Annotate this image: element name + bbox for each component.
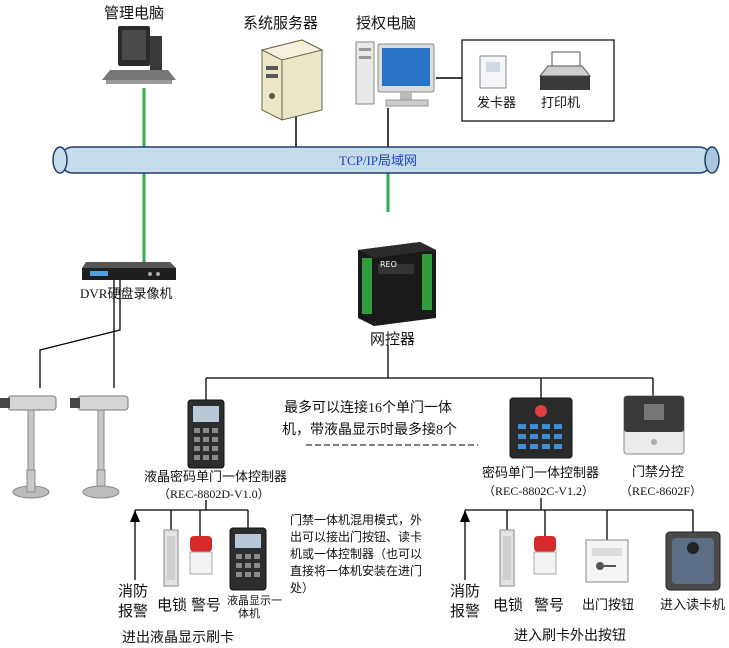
sub-controller-model: （REC-8602F） — [620, 484, 703, 498]
desktop-computer-icon — [102, 26, 176, 84]
exit-button-icon — [585, 539, 629, 583]
server-icon — [260, 39, 324, 121]
dvr-label: DVR硬盘录像机 — [80, 286, 173, 301]
note-mid-line2: 出可以接出门按钮、读卡 — [290, 530, 423, 544]
netctrl-brand: REO — [380, 260, 397, 269]
dvr-icon — [82, 262, 176, 280]
lcd-unit-icon — [229, 527, 267, 591]
lcd-controller-name: 液晶密码单门一体控制器 — [144, 470, 288, 485]
card-issuer-label: 发卡器 — [477, 96, 517, 111]
note-mid-line4: 直接将一体机安装在进门 — [290, 564, 423, 578]
left-lcd-unit-label-1: 液晶显示一 — [227, 594, 282, 607]
left-fire-label-1: 消防 — [118, 582, 149, 600]
camera-icon-1 — [0, 395, 57, 499]
left-alarm-label: 警号 — [191, 596, 222, 614]
electric-lock-icon-right — [499, 529, 515, 587]
server-label: 系统服务器 — [243, 14, 319, 32]
right-fire-label-2: 报警 — [450, 602, 481, 620]
electric-lock-icon-left — [163, 529, 179, 587]
printer-icon — [538, 51, 592, 90]
note-mid-line1: 门禁一体机混用模式，外 — [290, 513, 423, 527]
network-controller-icon — [358, 242, 436, 326]
left-lcd-unit-label-2: 体机 — [238, 607, 260, 620]
right-caption: 进入刷卡外出按钮 — [514, 628, 626, 644]
authorization-computer-icon — [355, 41, 435, 107]
netctrl-label: 网控器 — [370, 330, 416, 348]
code-controller-name: 密码单门一体控制器 — [482, 466, 600, 481]
right-fire-label-1: 消防 — [450, 582, 481, 600]
left-caption: 进出液晶显示刷卡 — [122, 630, 234, 646]
bus-label: TCP/IP局域网 — [339, 153, 418, 168]
left-fire-label-2: 报警 — [118, 602, 149, 620]
note-top-line2: 机，带液晶显示时最多接8个 — [282, 423, 457, 438]
left-lock-label: 电锁 — [157, 596, 188, 614]
right-lock-label: 电锁 — [493, 596, 524, 614]
note-mid-line3: 机或一体控制器（也可以 — [290, 547, 423, 561]
card-issuer-icon — [479, 55, 507, 89]
note-top-line1: 最多可以连接16个单门一体 — [284, 401, 452, 416]
right-reader-label: 进入读卡机 — [660, 598, 726, 613]
lcd-controller-model: （REC-8802D-V1.0） — [158, 487, 270, 501]
sub-controller-icon — [623, 395, 685, 455]
right-exit-button-label: 出门按钮 — [582, 598, 635, 613]
card-reader-icon — [665, 531, 721, 591]
network-bus — [52, 146, 720, 174]
note-mid-line5: 处） — [290, 581, 315, 595]
siren-icon-left — [189, 536, 213, 575]
code-controller-model: （REC-8802C-V1.2） — [483, 484, 595, 498]
mgmt-pc-label: 管理电脑 — [104, 4, 165, 22]
keypad-controller-icon — [509, 397, 573, 459]
lcd-keypad-controller-icon — [187, 399, 225, 469]
printer-label: 打印机 — [541, 96, 581, 111]
camera-icon-2 — [70, 395, 129, 499]
auth-pc-label: 授权电脑 — [356, 14, 417, 32]
link-dvr-camera1 — [39, 280, 121, 388]
sub-controller-name: 门禁分控 — [632, 465, 685, 480]
siren-icon-right — [533, 536, 557, 575]
right-alarm-label: 警号 — [534, 596, 565, 614]
